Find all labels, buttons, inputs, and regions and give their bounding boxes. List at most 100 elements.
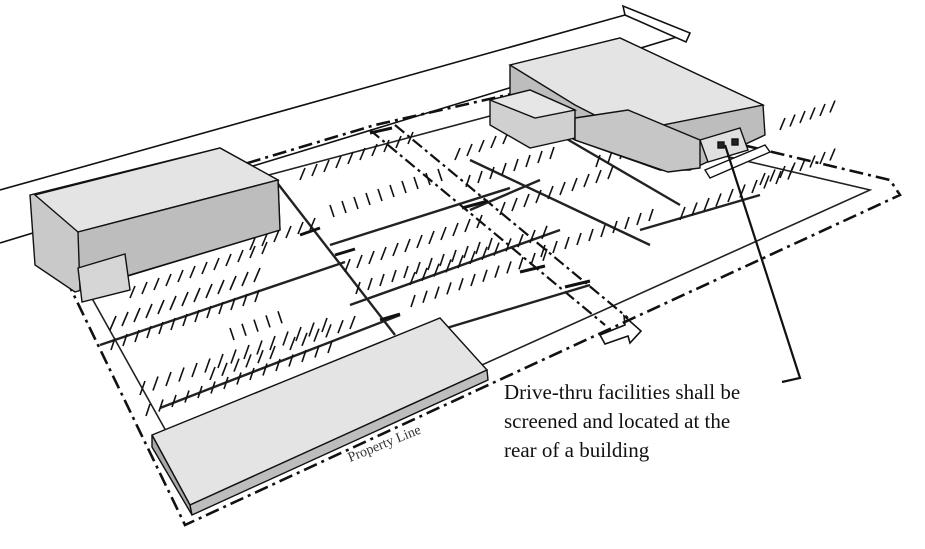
parking-stall-line xyxy=(309,217,316,231)
parking-stall-line xyxy=(422,290,428,304)
parking-stall-line xyxy=(489,166,495,180)
parking-stall-line xyxy=(145,303,153,319)
parking-stall-line xyxy=(242,293,248,307)
parking-stall-line xyxy=(475,241,481,255)
parking-stall-line xyxy=(612,220,618,234)
parking-stall-line xyxy=(249,367,255,381)
access-arrow-bottom xyxy=(598,314,643,345)
annotation-line-1: Drive-thru facilities shall be xyxy=(504,380,741,404)
parking-stall-line xyxy=(809,155,816,168)
parking-stall-line xyxy=(181,291,189,307)
parking-stall-line xyxy=(359,147,366,161)
parking-stall-line xyxy=(501,162,507,176)
parking-stall-line xyxy=(607,165,614,180)
parking-stall-line xyxy=(297,221,304,235)
parking-stall-line xyxy=(799,158,806,172)
parking-stall-line xyxy=(213,257,220,271)
parking-stall-line xyxy=(425,172,431,186)
parking-stall-line xyxy=(356,254,363,269)
parking-stall-line xyxy=(482,269,488,283)
parking-stall-line xyxy=(325,324,332,338)
parking-stall-line xyxy=(477,170,483,184)
parking-stall-line xyxy=(576,232,582,246)
parking-stall-line xyxy=(445,259,452,273)
parking-stall-line xyxy=(466,143,473,157)
parking-stall-line xyxy=(337,319,344,334)
parking-stall-line xyxy=(427,257,433,271)
parking-stall-line xyxy=(541,225,548,240)
parking-stall-line xyxy=(547,185,554,200)
parking-stall-line xyxy=(595,154,601,168)
parking-stall-line xyxy=(323,159,330,173)
parking-stall-line xyxy=(407,131,414,145)
parking-stall-line xyxy=(470,273,476,287)
parking-stall-line xyxy=(139,380,146,396)
parking-stall-line xyxy=(759,172,766,186)
parking-stall-line xyxy=(829,148,836,161)
parking-stall-line xyxy=(225,253,232,267)
parking-stall-line xyxy=(273,229,280,243)
parking-stall-line xyxy=(809,107,816,120)
parking-stall-line xyxy=(347,151,354,165)
parking-stall-line xyxy=(277,310,283,324)
parking-stall-line xyxy=(517,233,524,248)
parking-stall-line xyxy=(571,177,578,192)
parking-stall-line xyxy=(530,252,536,266)
parking-stall-line xyxy=(535,189,542,204)
parking-stall-line xyxy=(715,193,722,207)
parking-stall-line xyxy=(380,246,387,261)
parking-stall-line xyxy=(404,238,411,253)
parking-stall-line xyxy=(648,208,654,222)
parking-stall-line xyxy=(288,354,294,367)
parking-stall-line xyxy=(392,242,399,257)
parking-stall-line xyxy=(236,372,242,385)
parking-stall-line xyxy=(171,394,177,408)
parking-stall-line xyxy=(727,188,734,203)
parking-stall-line xyxy=(223,376,229,390)
parking-stall-line xyxy=(355,281,361,295)
parking-stall-line xyxy=(465,174,471,188)
drive-thru-annotation: Drive-thru facilities shall be screened … xyxy=(504,378,834,465)
parking-stall-line xyxy=(249,245,256,259)
parking-stall-line xyxy=(121,311,129,327)
parking-stall-line xyxy=(289,336,296,351)
parking-stall-line xyxy=(327,340,333,354)
parking-stall-line xyxy=(469,250,476,265)
parking-stall-line xyxy=(505,238,512,252)
parking-stall-line xyxy=(464,218,471,233)
parking-stall-line xyxy=(182,313,188,327)
parking-stall-line xyxy=(282,331,289,346)
parking-stall-line xyxy=(371,143,378,157)
parking-stall-line xyxy=(437,168,443,182)
parking-stall-line xyxy=(184,390,190,403)
parking-stall-line xyxy=(391,269,397,283)
parking-stall-line xyxy=(595,169,602,184)
parking-stall-line xyxy=(141,281,148,295)
parking-stall-line xyxy=(703,197,710,212)
parking-stall-line xyxy=(194,309,200,323)
parking-stall-line xyxy=(383,139,390,153)
parking-stall-line xyxy=(506,261,512,274)
parking-stall-line xyxy=(158,321,164,335)
parking-stall-line xyxy=(751,179,758,194)
parking-stall-line xyxy=(513,158,519,172)
parking-stall-line xyxy=(600,224,606,238)
parking-stall-line xyxy=(253,267,261,283)
parking-stall-line xyxy=(301,332,308,347)
parking-stall-line xyxy=(257,349,264,364)
parking-stall-line xyxy=(588,228,594,242)
parking-stall-line xyxy=(389,184,395,198)
annotation-line-2: screened and located at the xyxy=(504,409,731,433)
parking-stall-line xyxy=(518,256,524,270)
parking-stall-line xyxy=(109,315,117,331)
parking-stall-line xyxy=(218,301,224,315)
parking-stall-line xyxy=(262,363,268,376)
parking-stall-line xyxy=(209,366,216,381)
parking-stall-line xyxy=(829,100,836,113)
annotation-leader xyxy=(723,144,802,384)
parking-stall-line xyxy=(446,282,452,295)
parking-stall-line xyxy=(779,117,786,131)
annotation-line-3: rear of a building xyxy=(504,438,650,462)
parking-stall-line xyxy=(191,362,198,378)
parking-stall-line xyxy=(763,175,770,189)
